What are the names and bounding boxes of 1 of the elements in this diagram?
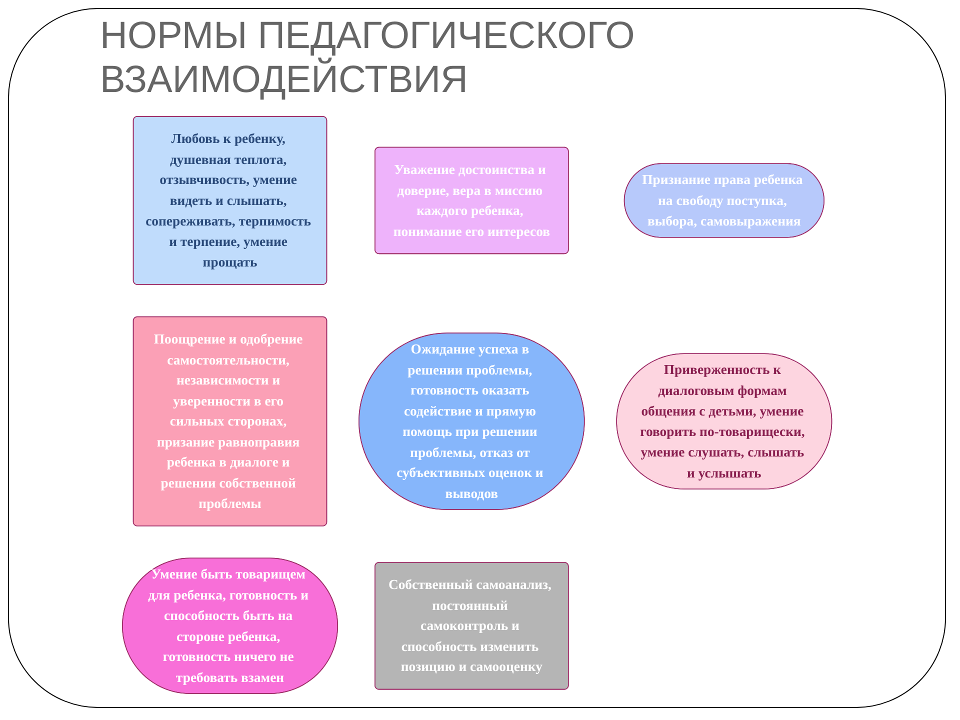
title: НОРМЫ ПЕДАГОГИЧЕСКОГО ВЗАИМОДЕЙСТВИЯ	[100, 14, 636, 102]
